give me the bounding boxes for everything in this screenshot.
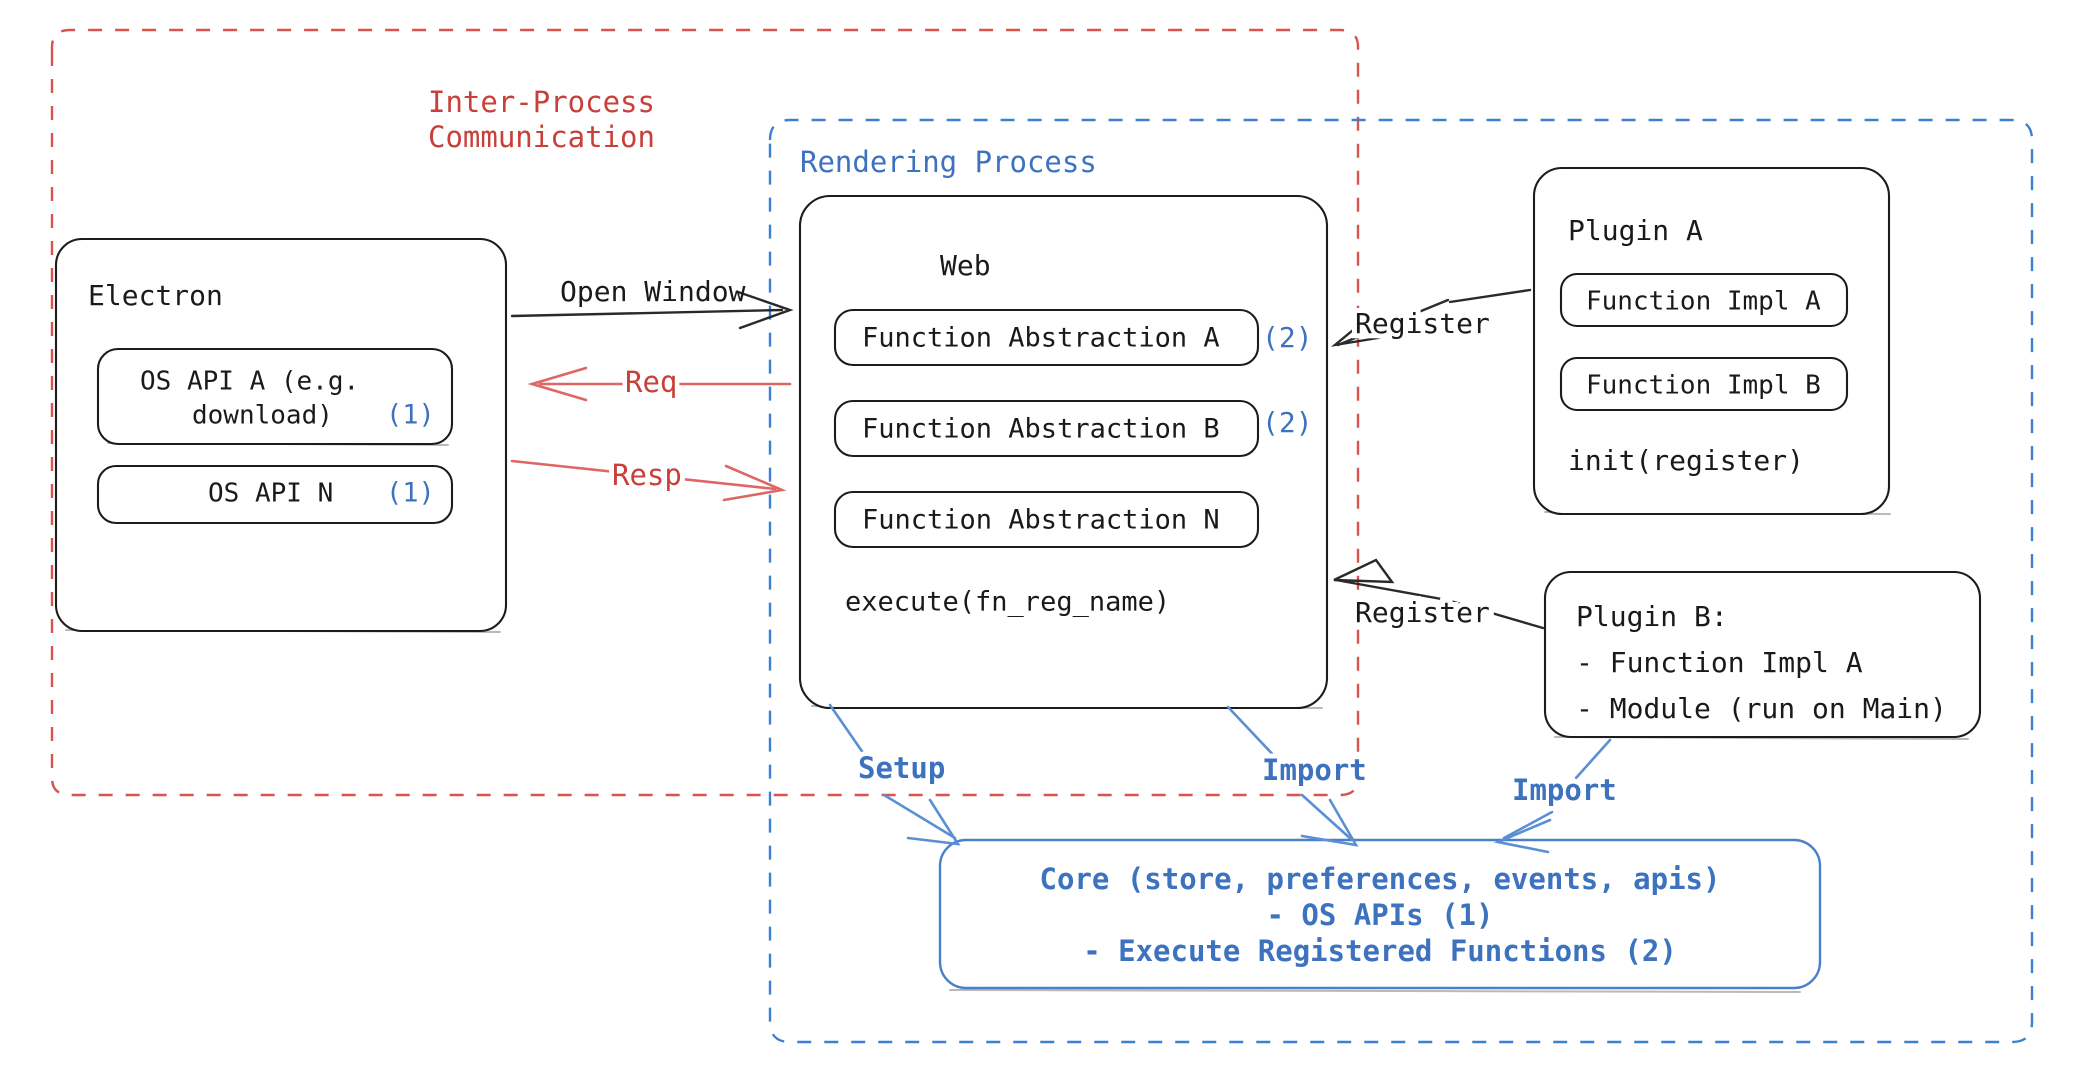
plugin-b-item-1: - Module (run on Main) bbox=[1576, 692, 1947, 725]
edge-register-plugin-b-label: Register bbox=[1355, 596, 1490, 629]
os-api-a-label-line2: download) bbox=[192, 401, 333, 431]
rendering-process-boundary-dashed-rect bbox=[768, 118, 2034, 1044]
fn-abstraction-b-marker: (2) bbox=[1262, 406, 1313, 439]
plugin-a-box bbox=[1532, 166, 1891, 516]
edge-resp: Resp bbox=[510, 453, 787, 502]
edge-req: Req bbox=[527, 361, 792, 404]
edge-register-plugin-a: Register bbox=[1330, 288, 1532, 347]
plugin-b-item-0: - Function Impl A bbox=[1576, 646, 1863, 679]
edge-import-plugin-b-core: Import bbox=[1493, 738, 1622, 854]
ipc-boundary-label-line2: Communication bbox=[428, 120, 655, 154]
web-execute-label: execute(fn_reg_name) bbox=[845, 587, 1170, 618]
fn-impl-a-box bbox=[1559, 272, 1849, 328]
os-api-n-marker: (1) bbox=[386, 478, 435, 509]
web-title: Web bbox=[940, 249, 991, 282]
fn-abstraction-b-label: Function Abstraction B bbox=[862, 414, 1220, 445]
plugin-a-title: Plugin A bbox=[1568, 214, 1703, 247]
edge-register-plugin-a-label: Register bbox=[1355, 307, 1490, 340]
rendering-process-label: Rendering Process bbox=[800, 145, 1097, 179]
edge-import-web-core: Import bbox=[1226, 705, 1372, 847]
fn-impl-a-label: Function Impl A bbox=[1586, 287, 1821, 317]
fn-impl-b-label: Function Impl B bbox=[1586, 371, 1821, 401]
fn-abstraction-n-box bbox=[833, 490, 1260, 549]
fn-abstraction-a-label: Function Abstraction A bbox=[862, 323, 1220, 354]
fn-impl-b-box bbox=[1559, 356, 1849, 412]
edge-req-label: Req bbox=[625, 365, 677, 399]
edge-resp-label: Resp bbox=[612, 458, 682, 492]
core-line-3: - Execute Registered Functions (2) bbox=[1083, 934, 1677, 968]
edge-open-window-label: Open Window bbox=[560, 275, 746, 308]
os-api-n-box bbox=[96, 464, 454, 525]
os-api-n-label: OS API N bbox=[208, 479, 333, 509]
fn-abstraction-a-box bbox=[833, 308, 1260, 367]
fn-abstraction-a-marker: (2) bbox=[1262, 321, 1313, 354]
core-line-2: - OS APIs (1) bbox=[1267, 898, 1494, 932]
edge-register-plugin-b: Register bbox=[1333, 558, 1545, 634]
os-api-a-box bbox=[96, 347, 454, 446]
os-api-a-label-line1: OS API A (e.g. bbox=[140, 367, 359, 397]
electron-title: Electron bbox=[88, 279, 223, 312]
edge-open-window: Open Window bbox=[510, 275, 794, 330]
core-box-shadow bbox=[949, 989, 1801, 993]
edge-import-web-label: Import bbox=[1262, 753, 1367, 787]
ipc-boundary-label-line1: Inter-Process bbox=[428, 85, 655, 119]
os-api-a-marker: (1) bbox=[386, 400, 435, 431]
plugin-b-box bbox=[1543, 570, 1982, 739]
fn-abstraction-n-label: Function Abstraction N bbox=[862, 505, 1220, 536]
plugin-b-title: Plugin B: bbox=[1576, 600, 1728, 633]
edge-setup-core: Setup bbox=[828, 703, 961, 846]
plugin-a-init-label: init(register) bbox=[1568, 444, 1804, 477]
edge-import-plugin-b-label: Import bbox=[1512, 773, 1617, 807]
fn-abstraction-b-box bbox=[833, 399, 1260, 458]
core-box bbox=[938, 838, 1822, 990]
core-line-1: Core (store, preferences, events, apis) bbox=[1040, 862, 1721, 896]
edge-setup-label: Setup bbox=[858, 751, 945, 785]
